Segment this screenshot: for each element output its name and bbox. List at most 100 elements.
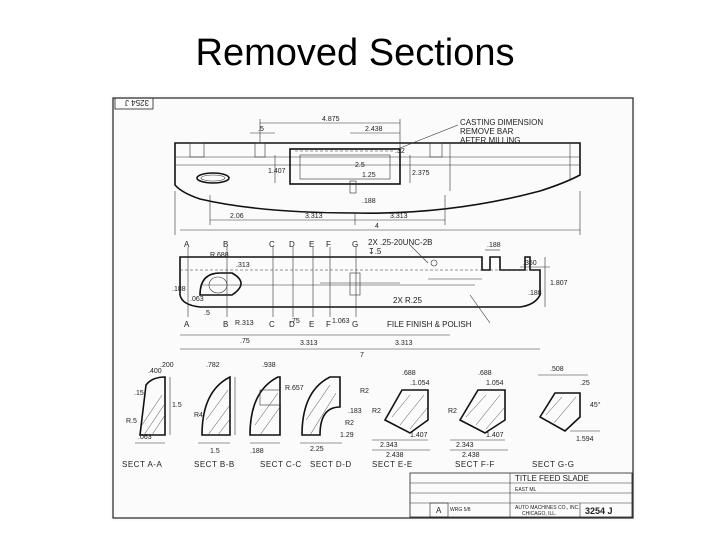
corner-number: 3254 J xyxy=(125,98,149,107)
sect-e-dim-3: R2 xyxy=(372,408,381,415)
section-d-d: R2 .183 R2 1.29 2.25 SECT D-D xyxy=(300,376,369,469)
drawing-border xyxy=(112,97,634,519)
sect-e-dim-2: .1.054 xyxy=(410,380,430,387)
corner-number-box xyxy=(114,97,154,110)
sect-b-dim-2: R4 xyxy=(194,412,203,419)
top-dim-9: .188 xyxy=(362,198,376,205)
sect-d-dim-2: .183 xyxy=(348,408,362,415)
top-dim-2: .5 xyxy=(258,126,264,133)
cut-letter-e-top: E xyxy=(309,240,314,249)
title-block-row-4: CHICAGO, ILL. xyxy=(522,511,556,517)
top-dim-11: 3.313 xyxy=(305,213,323,220)
sect-g-dim-1: .508 xyxy=(550,366,564,373)
section-a-a: .400 .200 .15 R.5 .063 1.5 SECT A-A xyxy=(122,362,182,469)
sect-d-dim-5: 2.25 xyxy=(310,446,324,453)
sect-g-dim-4: 1.594 xyxy=(576,436,594,443)
front-dim-15: .188 xyxy=(528,290,542,297)
sect-d-dim-3: R2 xyxy=(345,420,354,427)
casting-note-2: REMOVE BAR xyxy=(460,127,514,136)
title-block-row-3: AUTO MACHINES CO., INC. xyxy=(515,505,580,511)
sect-c-dim-1: .938 xyxy=(262,362,276,369)
title-block-letter: A xyxy=(436,506,442,515)
top-dim-6: .32 xyxy=(395,148,405,155)
sect-f-label: SECT F-F xyxy=(455,460,495,469)
front-dim-16: 7 xyxy=(360,352,364,359)
top-dim-4: 1.407 xyxy=(268,168,286,175)
sect-b-dim-3: 1.5 xyxy=(210,448,220,455)
cut-letter-d-top: D xyxy=(289,240,295,249)
sect-f-dim-4: 1.407 xyxy=(486,432,504,439)
title-block-row-2: WRG 5/8 xyxy=(450,507,471,513)
top-dim-5: 2.375 xyxy=(412,170,430,177)
cut-letter-b-bottom: B xyxy=(223,320,228,329)
top-dim-12: 3.313 xyxy=(390,213,408,220)
sect-f-dim-1: .688 xyxy=(478,370,492,377)
title-block-row-1: EAST ML xyxy=(515,487,537,493)
sect-b-dim-1: .782 xyxy=(206,362,220,369)
sect-f-dim-2: 1.054 xyxy=(486,380,504,387)
sect-b-label: SECT B-B xyxy=(194,460,235,469)
cut-letter-f-bottom: F xyxy=(326,320,331,329)
front-dim-7: .75 xyxy=(290,318,300,325)
section-f-f: .688 1.054 R2 1.407 2.343 2.438 SECT F-F xyxy=(448,370,508,469)
top-dim-8: 1.25 xyxy=(362,172,376,179)
cut-letter-e-bottom: E xyxy=(309,320,314,329)
title-block-title: TITLE FEED SLADE xyxy=(515,474,589,483)
engineering-drawing: 3254 J 4.875 .5 2.438 xyxy=(110,95,636,521)
sect-g-dim-2: .25 xyxy=(580,380,590,387)
title-block: TITLE FEED SLADE EAST ML WRG 5/8 AUTO MA… xyxy=(409,472,633,518)
cut-letter-b-top: B xyxy=(223,240,228,249)
title-block-number: 3254 J xyxy=(585,506,613,516)
casting-note-1: CASTING DIMENSION xyxy=(460,118,543,127)
section-c-c: .938 R.657 .188 SECT C-C xyxy=(249,362,304,469)
sect-e-label: SECT E-E xyxy=(372,460,413,469)
front-dim-10: 3.313 xyxy=(300,340,318,347)
front-dim-4: .063 xyxy=(190,296,204,303)
front-dim-2: .188 xyxy=(172,286,186,293)
section-g-g: .508 .25 45° 1.594 SECT G-G xyxy=(532,366,601,469)
tapped-note-2: ↧.5 xyxy=(368,247,382,256)
file-note: FILE FINISH & POLISH xyxy=(387,320,472,329)
casting-note-3: AFTER MILLING xyxy=(460,136,520,145)
sect-f-dim-3: R2 xyxy=(448,408,457,415)
front-dim-13: 1.807 xyxy=(550,280,568,287)
front-dim-11: 3.313 xyxy=(395,340,413,347)
sect-a-label: SECT A-A xyxy=(122,460,162,469)
section-e-e: .688 .1.054 R2 1.407 2.343 2.438 SECT E-… xyxy=(372,370,430,469)
top-dim-7: 2.5 xyxy=(355,162,365,169)
front-dim-5: .5 xyxy=(204,310,210,317)
front-dim-6: R.313 xyxy=(235,320,254,327)
cut-letter-a-top: A xyxy=(184,240,190,249)
front-dim-8: .75 xyxy=(240,338,250,345)
cut-letter-d-bottom: D xyxy=(289,320,295,329)
sect-f-dim-6: 2.438 xyxy=(462,452,480,459)
top-dim-3: 2.438 xyxy=(365,126,383,133)
sect-f-dim-5: 2.343 xyxy=(456,442,474,449)
front-dim-1: R.688 xyxy=(210,252,229,259)
sect-a-dim-3: .15 xyxy=(134,390,144,397)
top-dim-10: 2.06 xyxy=(230,213,244,220)
sect-e-dim-1: .688 xyxy=(402,370,416,377)
tapped-note-1: 2X .25-20UNC-2B xyxy=(368,238,432,247)
sect-a-dim-1: .400 xyxy=(148,368,162,375)
top-view: 4.875 .5 2.438 1.407 2.375 .32 2.5 1.25 … xyxy=(174,116,581,235)
front-dim-12: .360 xyxy=(523,260,537,267)
cut-letter-g-bottom: G xyxy=(352,320,358,329)
sect-e-dim-5: 2.343 xyxy=(380,442,398,449)
sect-d-dim-4: 1.29 xyxy=(340,432,354,439)
top-dim-13: 4 xyxy=(375,223,379,230)
slide-title: Removed Sections xyxy=(195,32,515,74)
sect-a-dim-5: .063 xyxy=(138,434,152,441)
radius-note: 2X R.25 xyxy=(393,296,422,305)
sect-e-dim-4: 1.407 xyxy=(410,432,428,439)
front-view: A B C D E F G A B C D E F G R.688 .188 .… xyxy=(172,238,568,359)
sect-a-dim-4: R.5 xyxy=(126,418,137,425)
sect-a-dim-2: .200 xyxy=(160,362,174,369)
front-dim-14: .188 xyxy=(487,242,501,249)
cut-letter-f-top: F xyxy=(326,240,331,249)
cut-letter-c-top: C xyxy=(269,240,275,249)
sect-d-dim-1: R2 xyxy=(360,388,369,395)
sect-c-label: SECT C-C xyxy=(260,460,302,469)
sect-c-dim-3: .188 xyxy=(250,448,264,455)
sect-a-dim-6: 1.5 xyxy=(172,402,182,409)
